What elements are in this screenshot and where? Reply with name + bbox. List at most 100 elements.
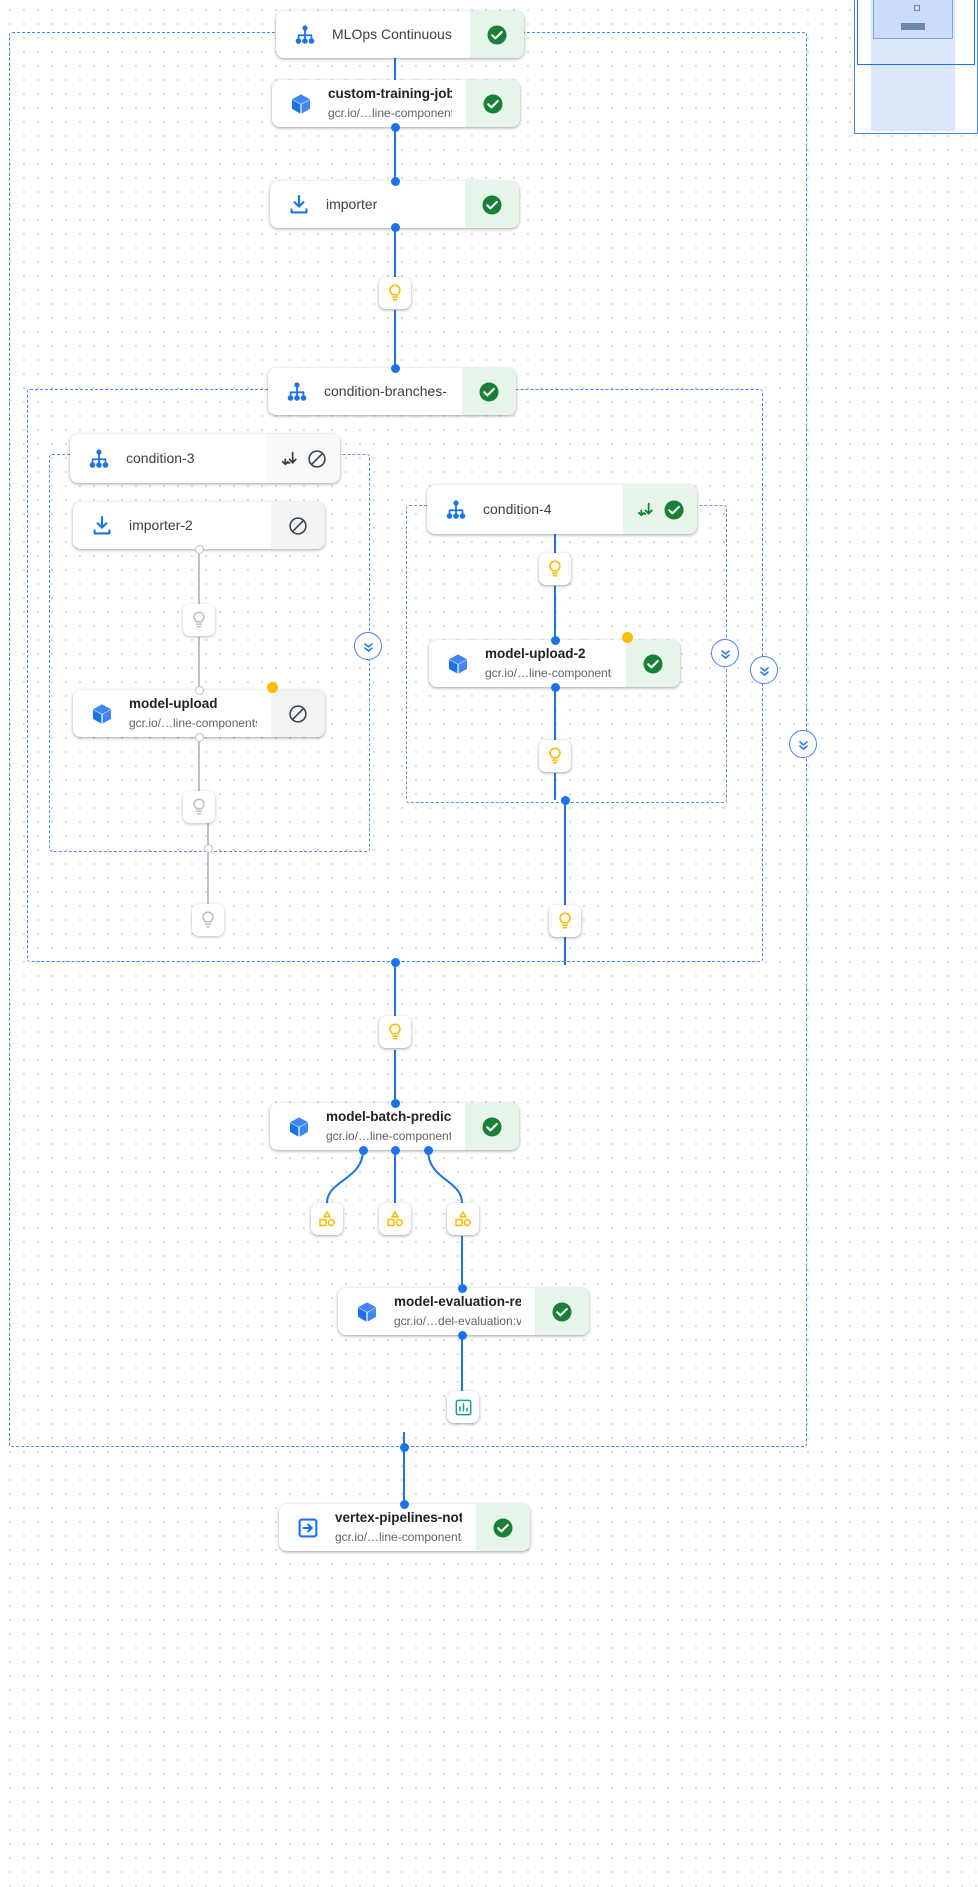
artifact-shapes-icon — [319, 1211, 335, 1227]
node-custom-training-job[interactable]: custom-training-job gcr.io/…line-compone… — [272, 80, 520, 127]
chip-parameter-4[interactable] — [192, 904, 224, 936]
node-condition-branches-2[interactable]: condition-branches-2 — [268, 368, 516, 415]
port-in-importer[interactable] — [391, 177, 400, 186]
pipeline-hierarchy-icon — [284, 379, 310, 405]
chip-parameter-8[interactable] — [379, 1016, 411, 1048]
node-text: importer-2 — [129, 516, 193, 535]
port-artifact-model-upload-2[interactable] — [622, 632, 633, 643]
port-artifact-model-upload[interactable] — [267, 682, 278, 693]
port-in-model-evaluation[interactable] — [458, 1284, 467, 1293]
parameter-bulb-icon — [559, 912, 571, 929]
check-circle-icon — [664, 500, 684, 519]
parameter-bulb-icon — [549, 747, 561, 764]
expander-condition-3[interactable] — [354, 632, 382, 660]
minimap-viewport[interactable] — [857, 0, 975, 65]
chip-artifact-2[interactable] — [379, 1203, 411, 1235]
import-download-icon — [89, 513, 115, 539]
expander-root-pipeline[interactable] — [789, 730, 817, 758]
node-subtitle: gcr.io/…line-components:2.6.0 — [328, 105, 452, 120]
node-model-evaluation-regression[interactable]: model-evaluation-regres… gcr.io/…del-eva… — [338, 1288, 589, 1335]
container-cube-icon — [89, 701, 115, 727]
port-out-batch-predict-2[interactable] — [391, 1146, 400, 1155]
node-subtitle: gcr.io/…line-components:2.6.0 — [129, 715, 257, 730]
node-body: model-evaluation-regres… gcr.io/…del-eva… — [338, 1288, 535, 1335]
node-text: MLOps Continuous Traini… — [332, 25, 456, 44]
chip-metrics[interactable] — [447, 1391, 479, 1423]
node-importer[interactable]: importer — [270, 181, 519, 228]
node-text: model-upload-2 gcr.io/…line-components:2… — [485, 645, 612, 681]
node-title: model-evaluation-regres… — [394, 1294, 521, 1310]
node-title: model-upload — [129, 696, 218, 712]
node-condition-4[interactable]: condition-4 — [427, 485, 697, 534]
node-body: vertex-pipelines-notificat… gcr.io/…line… — [279, 1504, 476, 1551]
expander-condition-branches[interactable] — [750, 656, 778, 684]
node-body: model-upload-2 gcr.io/…line-components:2… — [429, 640, 626, 687]
chip-parameter-2[interactable] — [183, 604, 215, 636]
node-model-batch-predict[interactable]: model-batch-predict gcr.io/…line-compone… — [270, 1103, 519, 1150]
port-out-importer[interactable] — [391, 223, 400, 232]
port-in-model-upload[interactable] — [195, 686, 204, 695]
container-cube-icon — [288, 91, 314, 117]
artifact-shapes-icon — [387, 1211, 403, 1227]
port-out-condition-3-group[interactable] — [204, 844, 213, 853]
port-in-notification[interactable] — [400, 1500, 409, 1509]
node-title: condition-4 — [483, 501, 552, 517]
node-title: custom-training-job — [328, 86, 452, 102]
node-title: importer — [326, 196, 378, 212]
collapse-chevrons-icon — [363, 642, 373, 652]
node-model-upload[interactable]: model-upload gcr.io/…line-components:2.6… — [73, 690, 325, 737]
node-text: condition-4 — [483, 500, 552, 519]
node-body: condition-3 — [70, 434, 266, 483]
minimap-content — [871, 0, 955, 131]
node-model-upload-2[interactable]: model-upload-2 gcr.io/…line-components:2… — [429, 640, 680, 687]
port-in-condition-branches-2[interactable] — [391, 364, 400, 373]
status-badge — [626, 640, 680, 687]
chip-artifact-1[interactable] — [311, 1203, 343, 1235]
status-badge — [476, 1504, 530, 1551]
node-condition-3[interactable]: condition-3 — [70, 434, 340, 483]
port-out-custom-training-job[interactable] — [391, 123, 400, 132]
port-out-model-upload-2[interactable] — [551, 683, 560, 692]
node-text: importer — [326, 195, 377, 214]
port-out-model-upload[interactable] — [195, 733, 204, 742]
check-circle-icon — [482, 1117, 502, 1136]
check-circle-icon — [643, 654, 663, 673]
port-out-batch-predict-1[interactable] — [359, 1146, 368, 1155]
chip-parameter-6[interactable] — [539, 740, 571, 772]
port-in-model-upload-2[interactable] — [551, 636, 560, 645]
node-vertex-pipelines-notification[interactable]: vertex-pipelines-notificat… gcr.io/…line… — [279, 1504, 530, 1551]
chip-parameter-5[interactable] — [539, 553, 571, 585]
skipped-circle-icon — [289, 704, 307, 723]
node-body: MLOps Continuous Traini… — [276, 11, 470, 58]
parameter-bulb-icon — [389, 284, 401, 301]
node-importer-2[interactable]: importer-2 — [73, 502, 325, 549]
port-out-condition-4-group[interactable] — [561, 796, 570, 805]
skipped-circle-icon — [308, 449, 326, 468]
status-badge — [266, 434, 340, 483]
graph-minimap[interactable] — [854, 0, 978, 134]
node-mlops-continuous-training[interactable]: MLOps Continuous Traini… — [276, 11, 524, 58]
expander-condition-4[interactable] — [711, 639, 739, 667]
check-circle-icon — [493, 1518, 513, 1537]
port-in-importer-2-out[interactable] — [195, 545, 204, 554]
parameter-bulb-icon — [193, 798, 205, 815]
metrics-chart-icon — [455, 1399, 471, 1415]
port-in-model-batch-predict[interactable] — [391, 1099, 400, 1108]
chip-artifact-3[interactable] — [447, 1203, 479, 1235]
pipeline-hierarchy-icon — [443, 497, 469, 523]
chip-parameter-3[interactable] — [183, 791, 215, 823]
port-out-condition-group[interactable] — [391, 958, 400, 967]
minimap-node — [914, 5, 920, 11]
node-title: MLOps Continuous Traini… — [332, 26, 456, 42]
node-body: condition-4 — [427, 485, 623, 534]
port-out-batch-predict-3[interactable] — [424, 1146, 433, 1155]
port-out-model-evaluation[interactable] — [458, 1331, 467, 1340]
check-circle-icon — [552, 1302, 572, 1321]
chip-parameter-7[interactable] — [549, 905, 581, 937]
chip-parameter-1[interactable] — [379, 277, 411, 309]
container-cube-icon — [354, 1299, 380, 1325]
port-out-root-group[interactable] — [400, 1443, 409, 1452]
collapse-chevrons-icon — [759, 666, 769, 676]
